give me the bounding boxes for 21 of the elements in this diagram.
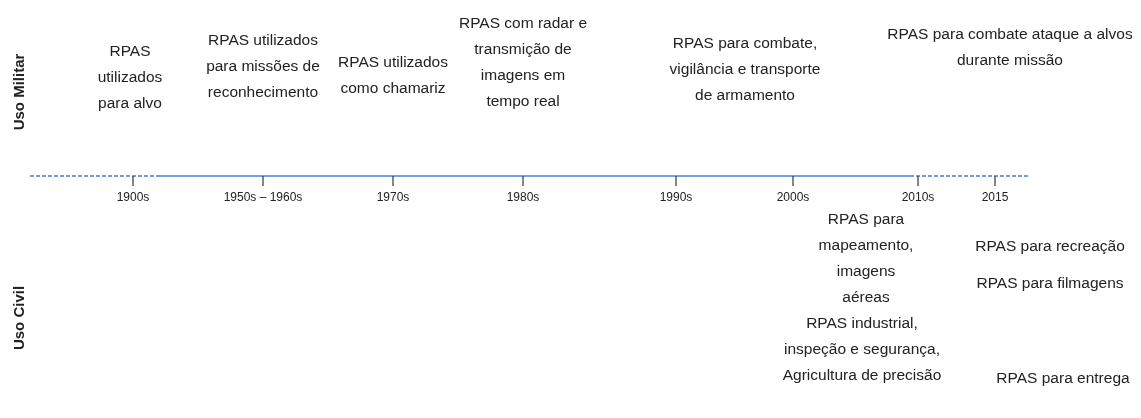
milestone-text: RPAS para filmagens bbox=[975, 273, 1125, 293]
year-label: 2010s bbox=[901, 190, 935, 204]
year-label: 2000s bbox=[776, 190, 810, 204]
milestone-text: RPAS com radar e transmição de imagens em tempo real bbox=[458, 13, 588, 111]
milestone-text: RPAS para combate ataque a alvos durante missão bbox=[886, 24, 1134, 70]
milestone-text: RPAS utilizados como chamariz bbox=[337, 52, 449, 98]
year-label: 1950s – 1960s bbox=[223, 190, 303, 204]
milestone-text: RPAS para mapeamento, imagens aéreas bbox=[817, 209, 915, 307]
year-label: 1980s bbox=[506, 190, 540, 204]
milestone-text: RPAS industrial, inspeção e segurança, Agricultura de precisão bbox=[781, 313, 943, 385]
section-label: Uso Civil bbox=[9, 285, 27, 351]
milestone-text: RPAS para recreação bbox=[974, 236, 1126, 256]
year-label: 2015 bbox=[981, 190, 1009, 204]
year-label: 1990s bbox=[659, 190, 693, 204]
milestone-text: RPAS utilizados para missões de reconhecimento bbox=[205, 30, 321, 102]
milestone-text: RPAS para combate, vigilância e transporte de armamento bbox=[668, 33, 822, 105]
section-label: Uso Militar bbox=[9, 53, 27, 131]
milestone-text: RPAS utilizados para alvo bbox=[96, 41, 164, 113]
year-label: 1900s bbox=[116, 190, 150, 204]
year-label: 1970s bbox=[376, 190, 410, 204]
milestone-text: RPAS para entrega bbox=[995, 368, 1131, 388]
